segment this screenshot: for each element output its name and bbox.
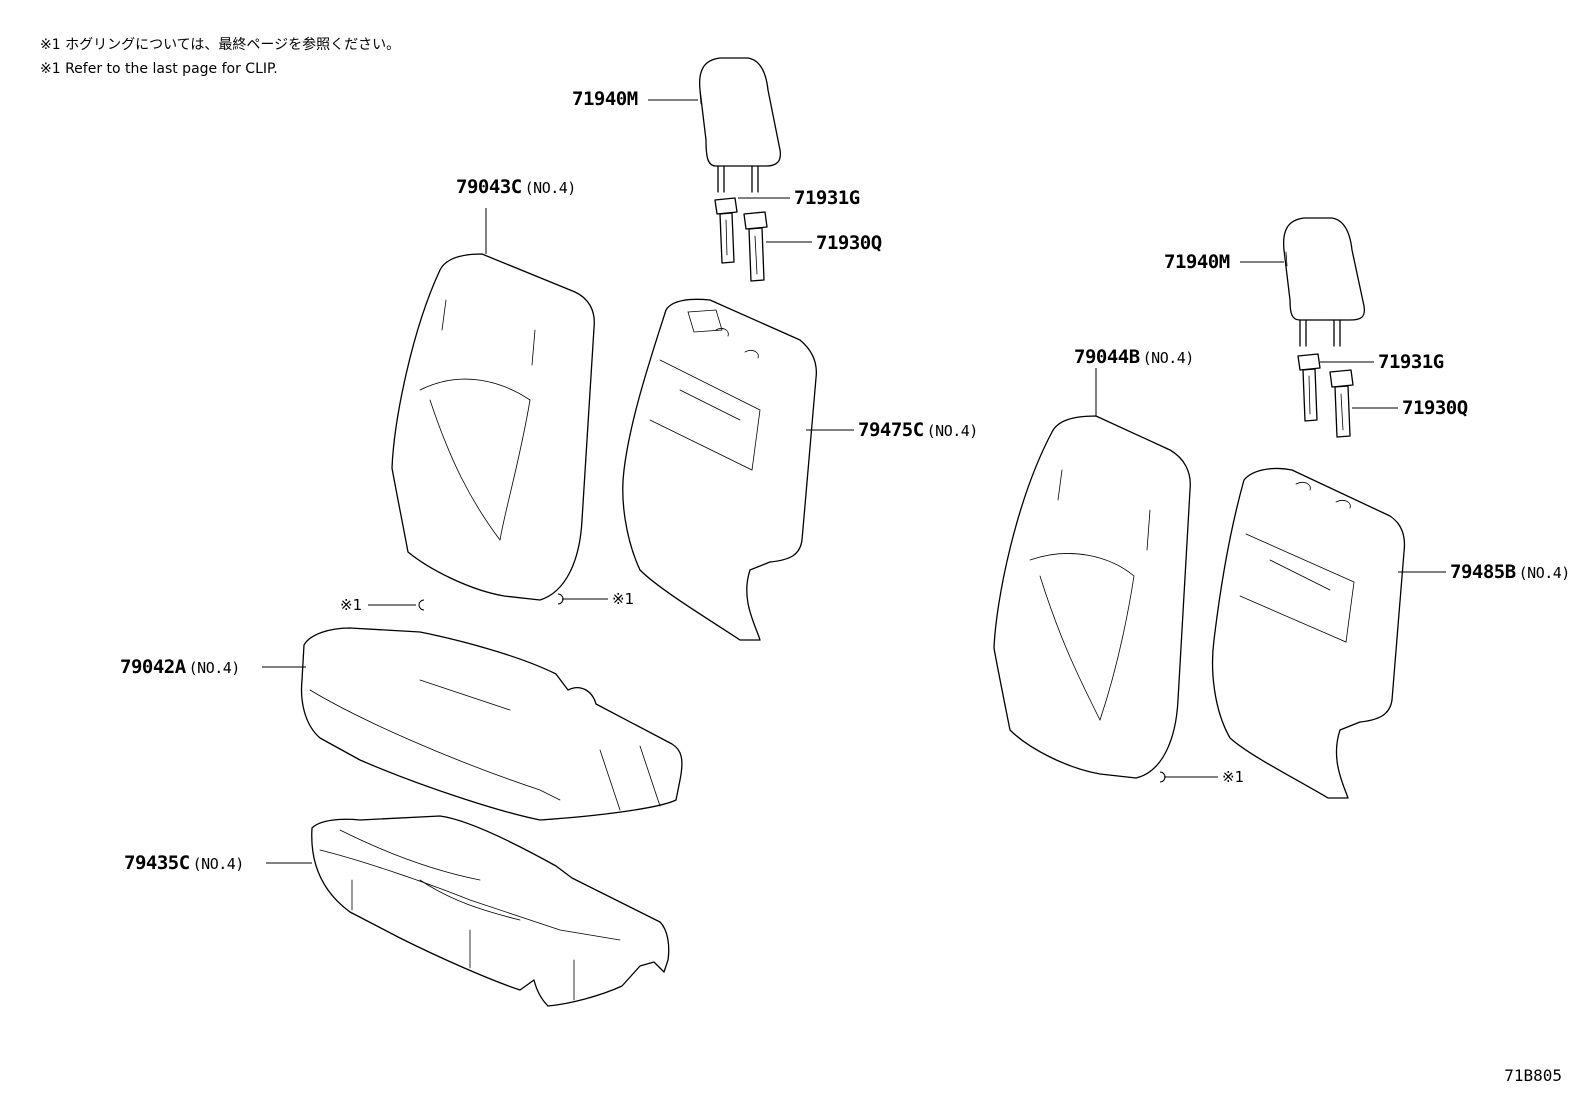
- back-pad-left-drawing: [622, 298, 818, 641]
- callout-support-left: 71931G: [794, 187, 863, 210]
- back-cover-left-drawing: [391, 253, 595, 601]
- back-cover-right-drawing: [993, 415, 1191, 779]
- guide-right-drawing: [1329, 369, 1354, 438]
- callout-cushion-cover: 79042A(NO.4): [120, 656, 240, 679]
- back-pad-right-drawing: [1211, 467, 1406, 799]
- part-number: 79044B: [1074, 346, 1140, 368]
- part-number: 79042A: [120, 656, 186, 678]
- part-qty: (NO.4): [1518, 564, 1571, 582]
- note-japanese: ※1 ホグリングについては、最終ページを参照ください。: [40, 37, 401, 53]
- headrest-left-drawing: [698, 57, 782, 193]
- cushion-cover-drawing: [300, 627, 683, 821]
- leader-lines: [262, 99, 1446, 864]
- headrest-right-drawing: [1282, 217, 1366, 347]
- part-number: 71930Q: [816, 232, 882, 254]
- support-right-drawing: [1297, 353, 1321, 422]
- part-number: 71940M: [572, 88, 638, 110]
- part-number: 71930Q: [1402, 397, 1468, 419]
- clip-mark-back-right: ※1: [1222, 768, 1245, 786]
- support-left-drawing: [714, 197, 738, 264]
- cushion-pad-drawing: [311, 815, 670, 1007]
- callout-headrest-right: 71940M: [1164, 251, 1233, 274]
- part-qty: (NO.4): [524, 179, 577, 197]
- diagram-code: 71B805: [1504, 1066, 1562, 1085]
- clip-mark-cushion: ※1: [340, 596, 363, 614]
- part-number: 71931G: [794, 187, 860, 209]
- callout-cushion-pad: 79435C(NO.4): [124, 852, 244, 875]
- part-qty: (NO.4): [926, 422, 979, 440]
- callout-support-right: 71931G: [1378, 351, 1447, 374]
- callout-back-pad-left: 79475C(NO.4): [858, 419, 978, 442]
- part-number: 71940M: [1164, 251, 1230, 273]
- note-english: ※1 Refer to the last page for CLIP.: [40, 61, 278, 77]
- part-number: 79475C: [858, 419, 924, 441]
- callout-headrest-left: 71940M: [572, 88, 641, 111]
- part-qty: (NO.4): [188, 659, 241, 677]
- part-qty: (NO.4): [192, 855, 245, 873]
- part-qty: (NO.4): [1142, 349, 1195, 367]
- part-number: 79043C: [456, 176, 522, 198]
- callout-back-cover-right: 79044B(NO.4): [1074, 346, 1194, 369]
- part-number: 71931G: [1378, 351, 1444, 373]
- part-number: 79485B: [1450, 561, 1516, 583]
- part-number: 79435C: [124, 852, 190, 874]
- guide-left-drawing: [743, 211, 768, 282]
- clip-mark-back-left: ※1: [612, 590, 635, 608]
- callout-back-pad-right: 79485B(NO.4): [1450, 561, 1570, 584]
- callout-guide-left: 71930Q: [816, 232, 885, 255]
- callout-back-cover-left: 79043C(NO.4): [456, 176, 576, 199]
- callout-guide-right: 71930Q: [1402, 397, 1471, 420]
